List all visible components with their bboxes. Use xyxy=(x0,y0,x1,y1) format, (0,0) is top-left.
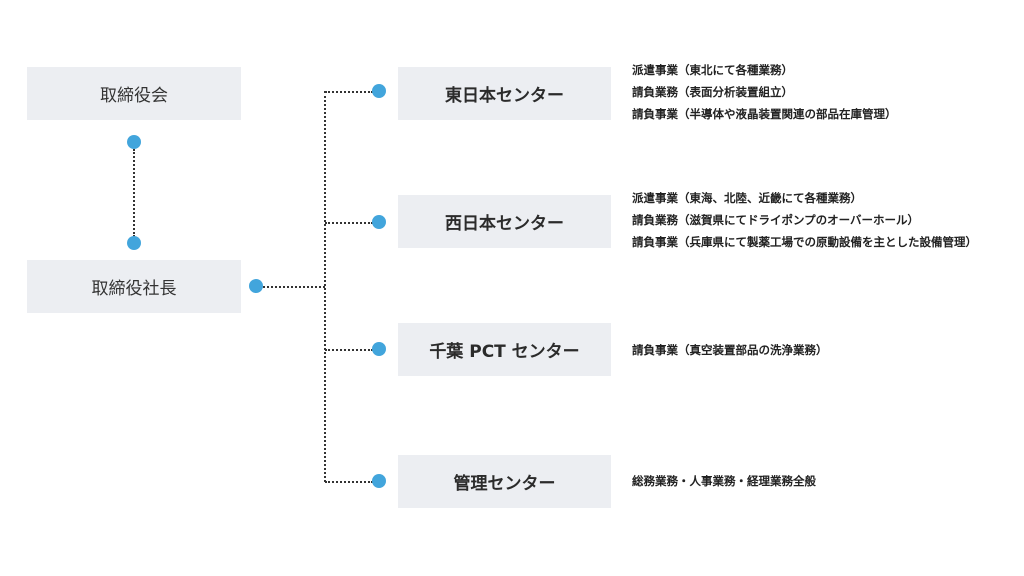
description-item: 請負業務（表面分析装置組立） xyxy=(632,85,793,99)
branch-line-west xyxy=(325,222,373,224)
connector-dot xyxy=(372,84,386,98)
branch-line-chiba xyxy=(325,349,373,351)
president-label: 取締役社長 xyxy=(91,279,177,299)
admin-center-description: 総務業務・人事業務・経理業務全般 xyxy=(632,470,816,492)
connector-dot xyxy=(372,342,386,356)
connector-dot xyxy=(372,474,386,488)
description-item: 請負事業（真空装置部品の洗浄業務） xyxy=(632,343,828,357)
branch-line-east xyxy=(325,91,373,93)
president-branch-line xyxy=(263,286,325,288)
connector-dot xyxy=(249,279,263,293)
description-item: 請負事業（半導体や液晶装置関連の部品在庫管理） xyxy=(632,107,897,121)
connector-dot xyxy=(127,135,141,149)
connector-dot xyxy=(372,215,386,229)
board-president-connector-line xyxy=(133,149,135,237)
description-item: 派遣事業（東北にて各種業務） xyxy=(632,63,793,77)
president-node: 取締役社長 xyxy=(27,260,241,313)
east-japan-center-node: 東日本センター xyxy=(398,67,611,120)
board-of-directors-node: 取締役会 xyxy=(27,67,241,120)
west-japan-center-description: 派遣事業（東海、北陸、近畿にて各種業務） 請負業務（滋賀県にてドライポンプのオー… xyxy=(632,187,977,253)
center-label: 西日本センター xyxy=(445,214,564,234)
description-item: 派遣事業（東海、北陸、近畿にて各種業務） xyxy=(632,191,862,205)
trunk-line xyxy=(324,91,326,482)
board-of-directors-label: 取締役会 xyxy=(100,86,168,106)
east-japan-center-description: 派遣事業（東北にて各種業務） 請負業務（表面分析装置組立） 請負事業（半導体や液… xyxy=(632,59,897,125)
chiba-pct-center-description: 請負事業（真空装置部品の洗浄業務） xyxy=(632,339,828,361)
west-japan-center-node: 西日本センター xyxy=(398,195,611,248)
center-label: 東日本センター xyxy=(445,86,564,106)
chiba-pct-center-node: 千葉 PCT センター xyxy=(398,323,611,376)
center-label: 管理センター xyxy=(453,474,556,494)
description-item: 総務業務・人事業務・経理業務全般 xyxy=(632,474,816,488)
branch-line-admin xyxy=(325,481,373,483)
description-item: 請負業務（滋賀県にてドライポンプのオーバーホール） xyxy=(632,213,920,227)
description-item: 請負事業（兵庫県にて製薬工場での原動設備を主とした設備管理） xyxy=(632,235,977,249)
center-label: 千葉 PCT センター xyxy=(429,342,580,362)
admin-center-node: 管理センター xyxy=(398,455,611,508)
connector-dot xyxy=(127,236,141,250)
